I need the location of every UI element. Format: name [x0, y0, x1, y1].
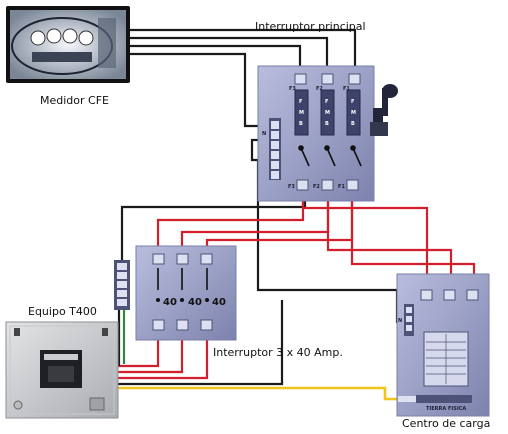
- switch-3x40-label: Interruptor 3 x 40 Amp.: [213, 346, 343, 359]
- fuse-3: [346, 89, 361, 136]
- main-bottom-f3: F3: [288, 184, 295, 190]
- load-neutral-strip: N: [398, 304, 414, 336]
- meter-dial-3: [62, 28, 78, 44]
- wire-t400-black: [118, 300, 284, 386]
- load-center: N TIERRA FISICA: [396, 273, 490, 417]
- meter-dial-1: [30, 30, 46, 46]
- ground-label: TIERRA FISICA: [426, 406, 466, 412]
- meter-dial-4: [78, 30, 94, 46]
- wire-meter-neutral: [130, 52, 268, 128]
- meter-label: Medidor CFE: [40, 94, 109, 107]
- main-switch-handle-knob: [382, 84, 398, 98]
- main-top-terminals: F3 F2 F1: [289, 73, 361, 92]
- main-neutral-strip: N: [262, 118, 281, 180]
- main-top-f3: F3: [289, 86, 296, 92]
- wire-out-2: [118, 327, 184, 374]
- fuse-1-m: M: [299, 110, 304, 116]
- fuse-3-f: F: [351, 99, 354, 105]
- ground-bar: [416, 395, 472, 403]
- fuse-2: [320, 89, 335, 136]
- equipment-t400: [5, 321, 119, 419]
- wire-out-3: [118, 327, 209, 380]
- t400-indicator: [13, 400, 23, 410]
- switch-rating-1: 40: [163, 297, 177, 308]
- main-bottom-f1: F1: [338, 184, 345, 190]
- meter-cfe: [6, 6, 130, 83]
- fuse-3-b: B: [351, 121, 355, 127]
- switch-rating-2: 40: [188, 297, 202, 308]
- equipment-label: Equipo T400: [28, 305, 97, 318]
- fuse-3-m: M: [351, 110, 356, 116]
- wire-t400-yellow: [118, 386, 398, 401]
- fuse-2-b: B: [325, 121, 329, 127]
- main-fuses: F M B F M B F M B: [294, 89, 361, 136]
- wire-meter-f1: [130, 28, 357, 77]
- main-switch: N F3 F2 F1 F M B F M B F M B: [257, 65, 398, 202]
- main-switch-label: Interruptor principal: [255, 20, 366, 33]
- wire-red-load-2: [326, 190, 453, 290]
- main-blades: [298, 145, 362, 167]
- fuse-1-f: F: [299, 99, 302, 105]
- ground-terminal-strip: [114, 260, 130, 310]
- fuse-2-m: M: [325, 110, 330, 116]
- fuse-2-f: F: [325, 99, 328, 105]
- switch-3x40: 40 40 40: [135, 245, 237, 341]
- main-neutral-label: N: [262, 131, 266, 137]
- meter-dial-2: [46, 28, 62, 44]
- wires: [117, 28, 476, 401]
- fuse-1: [294, 89, 309, 136]
- fuse-1-b: B: [299, 121, 303, 127]
- main-bottom-f2: F2: [313, 184, 320, 190]
- main-bottom-terminals: F3 F2 F1: [288, 179, 359, 191]
- load-center-label: Centro de carga: [402, 417, 490, 430]
- main-top-f2: F2: [316, 86, 323, 92]
- main-switch-handle: [370, 122, 388, 136]
- wire-meter-f2: [130, 36, 329, 77]
- load-neutral-label: N: [398, 318, 402, 324]
- main-top-f1: F1: [343, 86, 350, 92]
- switch-rating-3: 40: [212, 297, 226, 308]
